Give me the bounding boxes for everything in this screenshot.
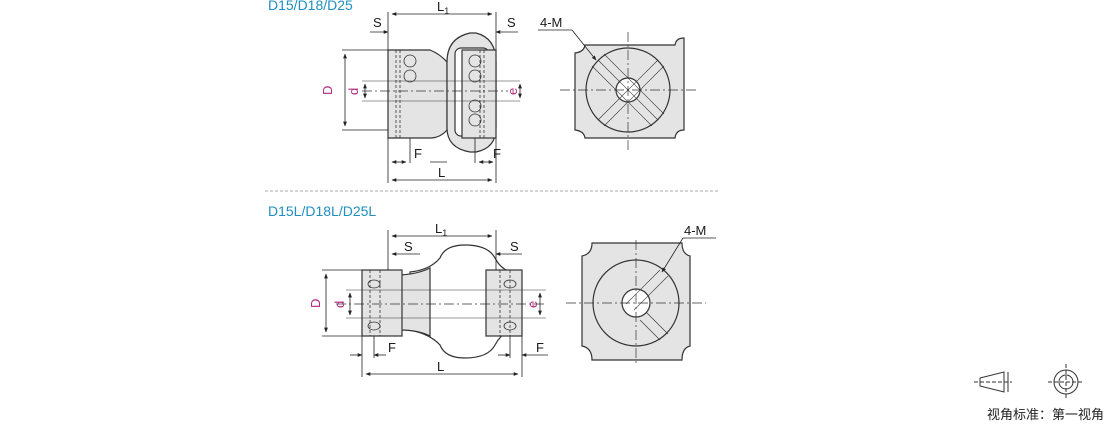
projection-symbol-icon xyxy=(974,364,1084,400)
screw-icon xyxy=(367,321,381,331)
screw-icon xyxy=(468,99,482,113)
screw-icon xyxy=(367,279,381,289)
dim-L1-label: L1 xyxy=(437,0,449,16)
screw-icon xyxy=(403,69,417,83)
dim-F-label: F xyxy=(388,340,396,355)
dim-L1-label: L1 xyxy=(435,221,447,238)
screw-icon xyxy=(468,54,482,68)
screw-icon xyxy=(468,113,482,127)
dim-F-label: F xyxy=(536,340,544,355)
screw-icon xyxy=(403,54,417,68)
dim-D-label: D xyxy=(320,86,335,95)
dim-e-label: e xyxy=(505,88,520,95)
dim-d-label: d xyxy=(346,88,361,95)
dim-M-label: 4-M xyxy=(684,223,706,238)
dim-d-label: d xyxy=(332,301,347,308)
screw-icon xyxy=(503,321,517,331)
screw-icon xyxy=(468,69,482,83)
dim-S-label: S xyxy=(404,239,413,254)
dim-e-label: e xyxy=(525,301,540,308)
top-view-title: D15/D18/D25 xyxy=(268,0,353,13)
dim-F-label: F xyxy=(493,146,501,161)
bottom-view-title: D15L/D18L/D25L xyxy=(268,203,377,219)
bottom-coupling-side-view xyxy=(361,244,523,359)
screw-icon xyxy=(503,279,517,289)
dim-S-label: S xyxy=(507,15,516,30)
dim-S-label: S xyxy=(510,239,519,254)
dim-L-label: L xyxy=(437,359,444,374)
dim-M-label: 4-M xyxy=(540,15,562,30)
dim-F-label: F xyxy=(414,146,422,161)
dim-D-label: D xyxy=(308,299,323,308)
top-coupling-front-view xyxy=(574,37,685,139)
dim-S-label: S xyxy=(373,15,382,30)
projection-standard-label: 视角标准：第一视角 xyxy=(986,408,1104,423)
dim-L-label: L xyxy=(438,165,445,180)
